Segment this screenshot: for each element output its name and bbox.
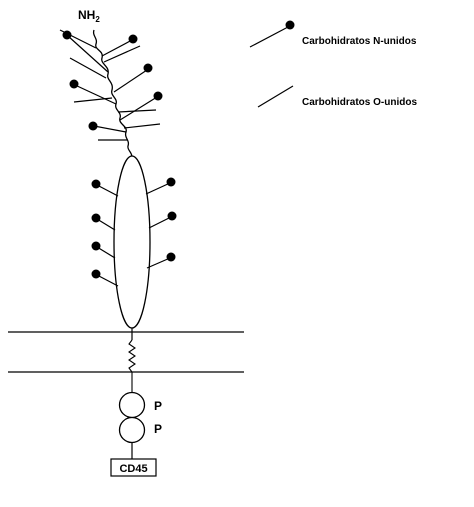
n-linked-carbohydrate xyxy=(146,178,176,195)
transmembrane-segment xyxy=(129,340,135,393)
n-linked-carbohydrate xyxy=(89,122,127,133)
legend-o-linked-label: Carbohidratos O-unidos xyxy=(302,97,417,108)
legend-n-linked-label: Carbohidratos N-unidos xyxy=(302,36,417,47)
n-linked-carbohydrate xyxy=(114,64,153,93)
legend-o-linked: Carbohidratos O-unidos xyxy=(258,86,417,108)
n-linked-carbohydrate xyxy=(63,31,109,73)
n-linked-carbohydrate xyxy=(147,253,176,269)
phosphatase-domain-1 xyxy=(120,393,145,418)
o-linked-carbohydrate xyxy=(104,46,140,62)
protein-name-label: CD45 xyxy=(119,463,147,475)
n-linked-carbohydrate xyxy=(120,92,163,121)
n-linked-carbohydrate xyxy=(92,180,119,197)
o-linked-carbohydrate xyxy=(70,58,106,78)
phosphatase-domain-2 xyxy=(120,418,145,443)
n-linked-carbohydrate xyxy=(92,270,119,287)
extracellular-domain-ellipse xyxy=(114,156,150,328)
n-linked-carbohydrate xyxy=(92,242,116,259)
phospho-label-2: P xyxy=(154,422,162,436)
phospho-label-1: P xyxy=(154,399,162,413)
o-linked-carbohydrate xyxy=(118,110,156,112)
n-terminus-label: NH2 xyxy=(78,8,100,24)
n-linked-carbohydrate xyxy=(149,212,177,229)
legend-n-linked: Carbohidratos N-unidos xyxy=(250,21,417,48)
n-linked-carbohydrate xyxy=(92,214,116,231)
extracellular-chain xyxy=(94,30,132,157)
n-linked-carbohydrate xyxy=(102,35,138,57)
o-linked-carbohydrate xyxy=(124,124,160,128)
